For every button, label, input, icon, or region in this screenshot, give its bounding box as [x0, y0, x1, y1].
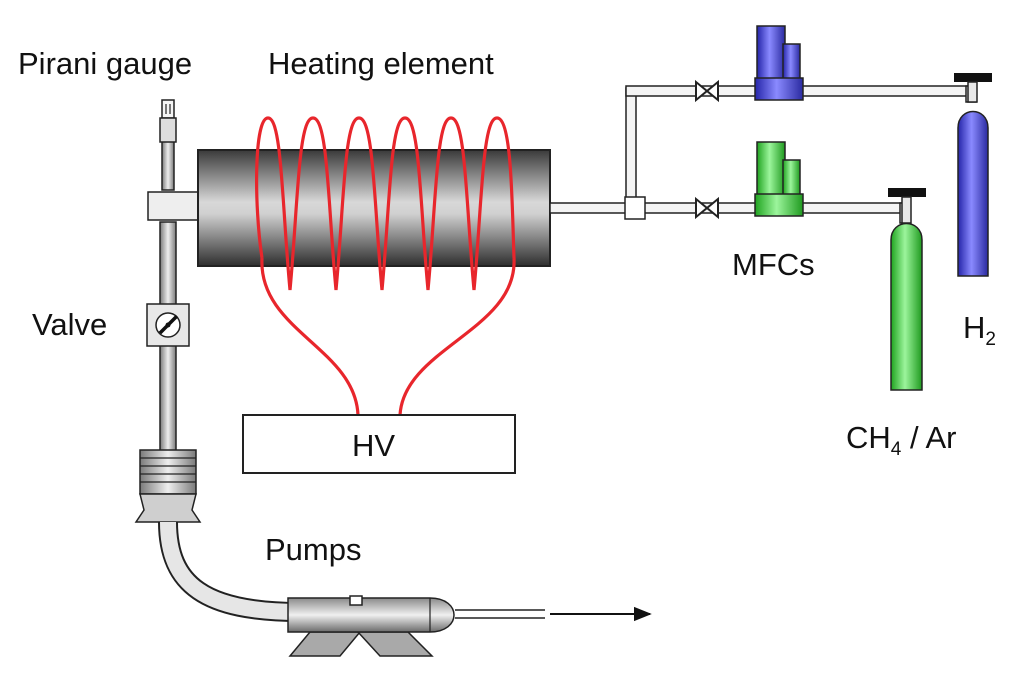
- heating-coil-wire: [255, 116, 516, 291]
- ch4-gas-cylinder-icon: [888, 188, 926, 391]
- bellows-coupling-icon: [134, 449, 202, 523]
- mfc-ch4-icon: [754, 141, 804, 217]
- gas-junction-connector: [624, 196, 646, 220]
- coil-lead-left: [260, 257, 360, 416]
- coil-lead-right: [398, 257, 516, 416]
- label-pumps: Pumps: [265, 532, 361, 567]
- heating-coil: [255, 116, 516, 416]
- label-h2-main: H: [963, 310, 985, 345]
- flexible-hose: [158, 521, 301, 622]
- t-junction: [147, 191, 207, 221]
- label-mfcs: MFCs: [732, 247, 815, 282]
- h2-gas-cylinder-icon: [954, 73, 992, 277]
- needle-valve-h2-icon: [695, 79, 719, 103]
- butterfly-valve-icon: [146, 303, 190, 347]
- label-h2: H2: [963, 310, 996, 350]
- mfc-h2-icon: [754, 25, 804, 101]
- hv-power-supply: [242, 414, 516, 474]
- needle-valve-ch4-icon: [695, 196, 719, 220]
- label-ch4-ar: CH4 / Ar: [846, 420, 957, 460]
- label-ch4-subscript: 4: [891, 439, 902, 460]
- pirani-gauge-icon: [159, 99, 177, 143]
- label-pirani-gauge: Pirani gauge: [18, 46, 192, 81]
- label-valve: Valve: [32, 307, 107, 342]
- vacuum-pump-icon: [287, 595, 545, 657]
- label-hv: HV: [352, 428, 395, 463]
- label-h2-subscript: 2: [985, 329, 996, 350]
- label-heating-element: Heating element: [268, 46, 494, 81]
- label-ch4-ar-rest: / Ar: [901, 420, 956, 455]
- label-ch4-main: CH: [846, 420, 891, 455]
